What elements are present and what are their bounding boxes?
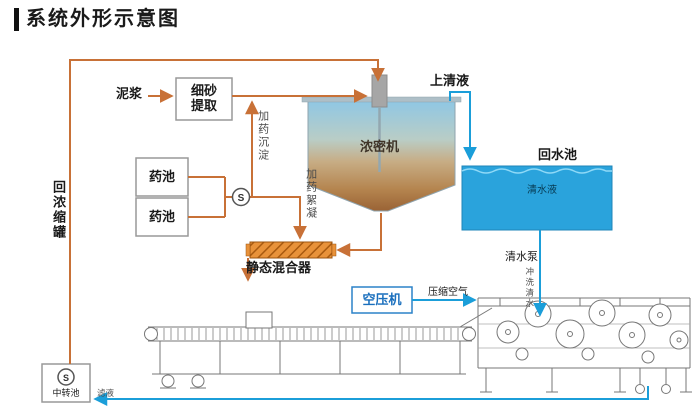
pipe-filtrate-return xyxy=(93,386,649,406)
sand-extractor-label: 细砂 提取 xyxy=(176,83,232,114)
filtrate-label: 滤液 xyxy=(97,388,115,398)
supernatant-label: 上清液 xyxy=(430,73,470,88)
pump-symbol: S xyxy=(63,373,69,383)
thickener-tank xyxy=(301,74,462,212)
blue-pipes xyxy=(93,91,649,406)
return-to-thickener-label: 回浓缩罐 xyxy=(50,180,66,240)
flush-water-label: 冲洗清水 xyxy=(524,267,535,309)
belt-filter-press xyxy=(144,297,692,394)
press-rollers xyxy=(496,299,689,364)
mud-label: 泥浆 xyxy=(116,86,143,101)
clear-water-label: 清水液 xyxy=(527,185,557,196)
feed-distributor xyxy=(245,311,273,329)
machine-wheel xyxy=(191,374,205,388)
pipe-return-to-thickener xyxy=(69,59,385,364)
water-surface xyxy=(461,168,612,174)
pipe-chem-header xyxy=(188,176,233,218)
air-compressor-label: 空压机 xyxy=(362,292,402,307)
mixer-shaft xyxy=(371,74,388,108)
transfer-pump-icon: S xyxy=(57,368,75,386)
machine-wheel xyxy=(661,384,671,394)
pipe-supernatant xyxy=(449,91,477,161)
sand-extractor-line1: 细砂 xyxy=(190,83,217,98)
sand-extractor-line2: 提取 xyxy=(190,97,217,113)
static-mixer-block xyxy=(245,241,337,259)
chem-tank1-label: 药池 xyxy=(148,169,175,184)
clean-water-pump-label: 清水泵 xyxy=(505,251,538,263)
transfer-pool-label: 中转池 xyxy=(52,388,80,398)
machine-wheel xyxy=(161,374,175,388)
static-mixer-label: 静态混合器 xyxy=(246,260,312,275)
dose-flocculate-label: 加药絮凝 xyxy=(304,168,317,220)
machine-wheel xyxy=(635,384,645,394)
compressed-air-label: 压缩空气 xyxy=(428,287,468,298)
page-title: 系统外形示意图 xyxy=(14,8,180,31)
chem-tank2-label: 药池 xyxy=(148,209,175,224)
return-water-pool xyxy=(461,165,613,231)
dose-sediment-label: 加药沉淀 xyxy=(256,110,269,162)
pump-symbol: S xyxy=(238,193,245,204)
chem-tank2-box xyxy=(135,197,189,237)
thickener-label: 浓密机 xyxy=(360,139,400,154)
return-pool-label: 回水池 xyxy=(538,147,578,162)
pipe-dose-sediment xyxy=(245,100,259,198)
pipe-dose-flocculate xyxy=(252,196,307,240)
dosing-pump-icon: S xyxy=(231,187,251,207)
pipe-underflow-to-mixer xyxy=(336,213,382,257)
sand-extractor-box xyxy=(175,77,233,121)
orange-pipes xyxy=(69,59,385,364)
